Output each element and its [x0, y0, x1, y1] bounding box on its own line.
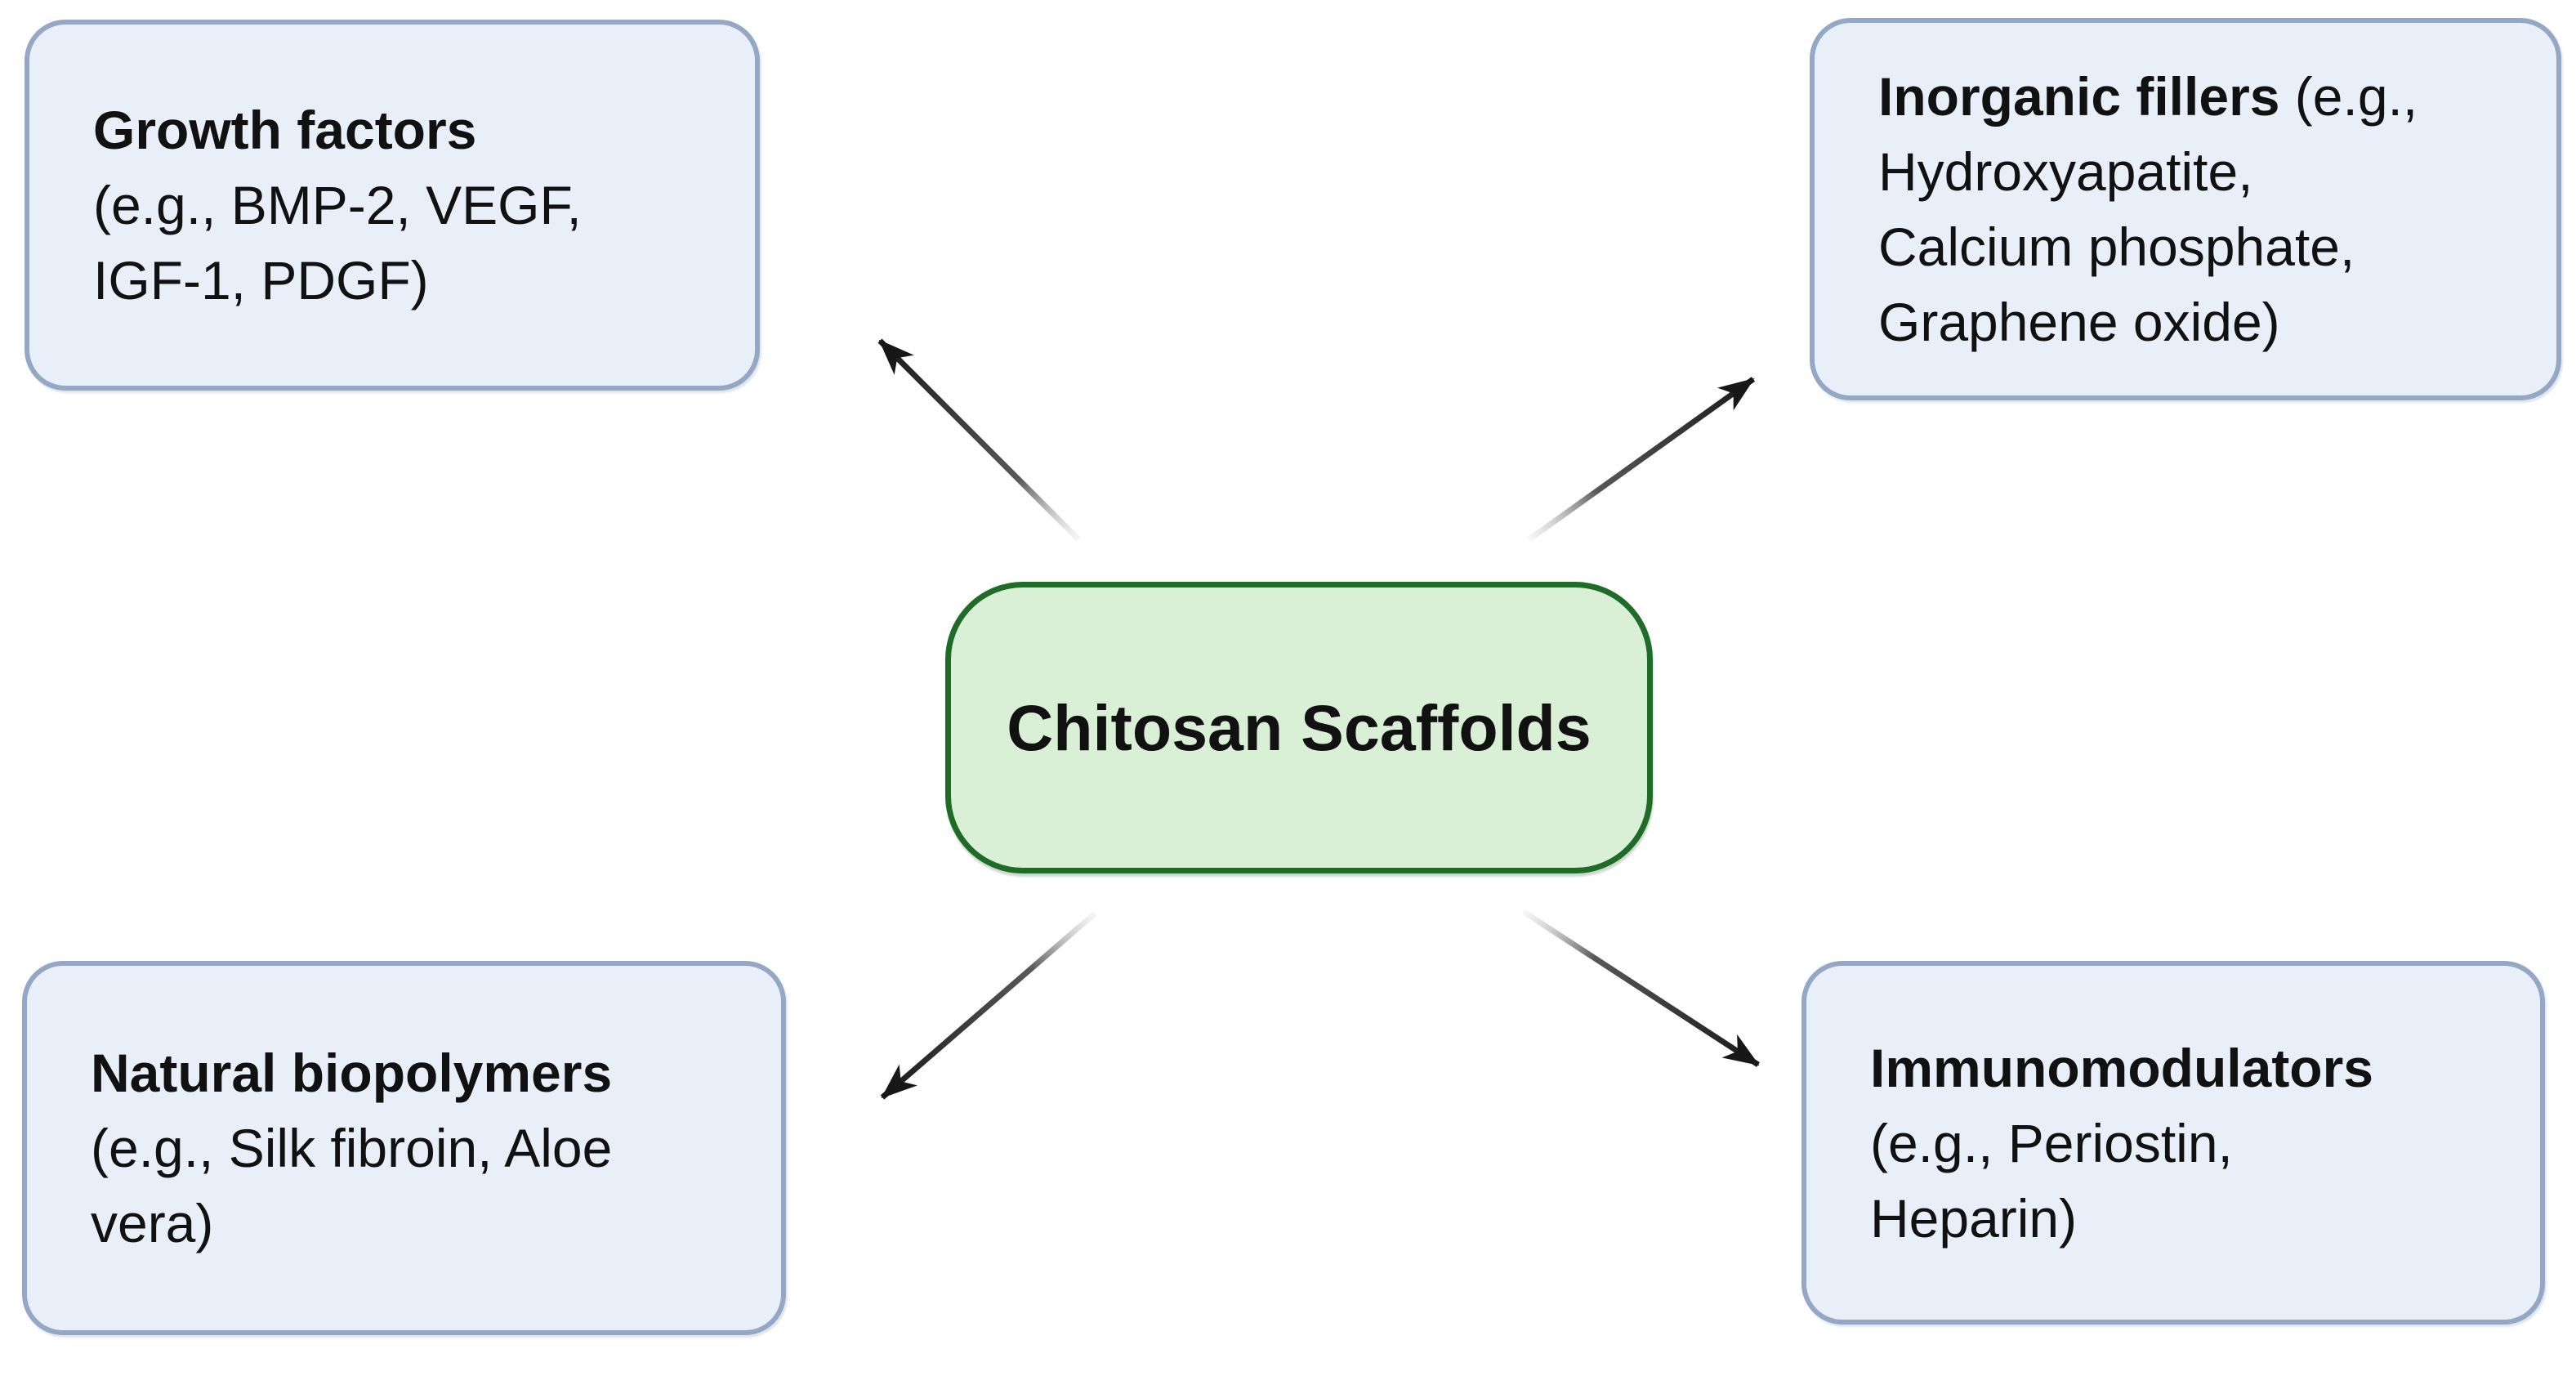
center-node-label: Chitosan Scaffolds [1007, 690, 1592, 764]
node-inorganic-fillers: Inorganic fillers (e.g., Hydroxyapatite,… [1810, 18, 2561, 400]
node-detail: (e.g., Silk fibroin, Aloe vera) [91, 1118, 613, 1253]
arrow-to-growth-factors [877, 338, 1081, 542]
node-title: Inorganic fillers [1878, 66, 2280, 127]
node-detail: (e.g., BMP-2, VEGF, IGF-1, PDGF) [93, 175, 582, 310]
node-text: Growth factors (e.g., BMP-2, VEGF, IGF-1… [93, 92, 725, 318]
node-title: Immunomodulators [1870, 1037, 2374, 1098]
node-text: Immunomodulators (e.g., Periostin, Hepar… [1870, 1030, 2511, 1256]
node-title: Growth factors [93, 100, 477, 160]
node-title: Natural biopolymers [91, 1043, 613, 1103]
node-text: Natural biopolymers (e.g., Silk fibroin,… [91, 1035, 752, 1261]
arrow-to-inorganic-fillers [1527, 377, 1756, 542]
node-natural-biopolymers: Natural biopolymers (e.g., Silk fibroin,… [22, 961, 786, 1335]
node-detail: (e.g., Hydroxyapatite, Calcium phosphate… [1878, 66, 2418, 352]
node-detail: (e.g., Periostin, Heparin) [1870, 1112, 2233, 1249]
arrow-to-natural-biopolymers [880, 911, 1097, 1100]
node-growth-factors: Growth factors (e.g., BMP-2, VEGF, IGF-1… [25, 20, 760, 391]
node-immunomodulators: Immunomodulators (e.g., Periostin, Hepar… [1801, 961, 2545, 1325]
arrow-to-immunomodulators [1522, 909, 1760, 1067]
node-chitosan-scaffolds: Chitosan Scaffolds [945, 582, 1653, 873]
node-text: Inorganic fillers (e.g., Hydroxyapatite,… [1878, 59, 2527, 360]
